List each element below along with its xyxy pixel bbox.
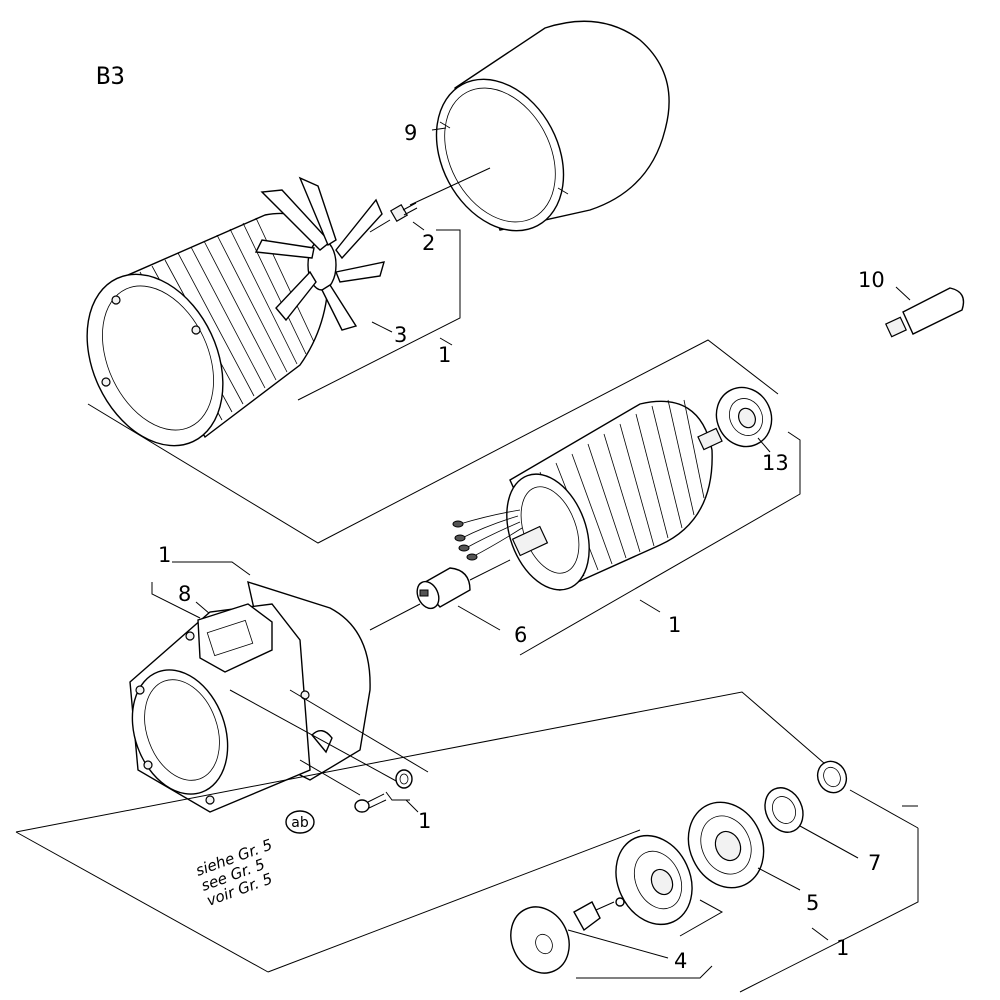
- leader-9-axis: [409, 167, 491, 206]
- reference-note: siehe Gr. 5 see Gr. 5 voir Gr. 5: [193, 835, 275, 909]
- bracket-1-bearing: [267, 828, 919, 993]
- leader-4: [567, 929, 669, 959]
- leader-1-screws: [405, 799, 419, 813]
- bracket-1-rotor: [519, 431, 801, 656]
- callout-1-screws: 1: [418, 809, 431, 833]
- guide-housing-rotor: [87, 339, 779, 544]
- reference-badge-text: ab: [291, 815, 309, 831]
- flange-housing-part: [129, 580, 371, 813]
- guide-flange-screw-b: [299, 759, 361, 796]
- leader-2: [412, 221, 425, 231]
- guide-6-rotor: [469, 559, 511, 581]
- guide-seal-ring: [849, 789, 919, 829]
- sleeve-part: [395, 769, 413, 789]
- leader-10: [895, 286, 911, 301]
- bracket-1-motor: [297, 229, 461, 401]
- callout-13: 13: [762, 451, 789, 475]
- callout-4: 4: [674, 949, 687, 973]
- cover-cylinder-part: [435, 20, 670, 232]
- callout-1-bearing: 1: [836, 936, 849, 960]
- diagram-title: B3: [96, 62, 125, 90]
- disc-washer-part: [510, 906, 570, 974]
- leader-3: [371, 321, 393, 333]
- rotor-assembly-part: [452, 399, 723, 591]
- reference-badge: ab: [285, 810, 315, 834]
- small-screw-part: [354, 793, 387, 813]
- callout-8: 8: [178, 582, 191, 606]
- callout-3: 3: [394, 323, 407, 347]
- leader-9: [431, 127, 447, 131]
- guide-flange-sleeve: [289, 689, 429, 773]
- callout-1-flange: 1: [158, 543, 171, 567]
- ball-bearing-5-part: [687, 801, 765, 889]
- motor-housing-part: [86, 176, 385, 447]
- callout-2: 2: [422, 231, 435, 255]
- leader-5: [757, 867, 801, 891]
- bracket-4-top: [679, 899, 724, 937]
- callout-7: 7: [868, 851, 881, 875]
- ball-bearing-13-part: [715, 386, 773, 448]
- leader-2-axis: [369, 219, 391, 233]
- bracket-1-flange-left: [151, 582, 201, 619]
- guide-bearing-bottom: [15, 831, 269, 973]
- guide-flange-screw: [229, 689, 399, 783]
- callout-10: 10: [858, 268, 885, 292]
- shaft-seal-part: [764, 787, 804, 833]
- bracket-4: [576, 965, 713, 979]
- callout-1-motor: 1: [438, 343, 451, 367]
- leader-7: [799, 825, 859, 859]
- bracket-1-flange-top: [172, 561, 251, 576]
- brush-holder-part: [416, 567, 471, 610]
- callout-5: 5: [806, 891, 819, 915]
- leader-1-rotor: [639, 599, 661, 613]
- guide-flange-bearing: [15, 691, 833, 833]
- leader-6: [457, 605, 501, 631]
- callout-6: 6: [514, 623, 527, 647]
- grease-tube-part: [884, 287, 965, 338]
- leader-1-motor: [439, 337, 453, 346]
- small-bolt-part: [573, 897, 625, 932]
- leader-1-bearing: [811, 927, 829, 941]
- leader-13: [757, 437, 771, 453]
- bearing-cup-part: [615, 834, 693, 926]
- seal-ring-part: [816, 760, 848, 794]
- leader-8: [195, 601, 211, 615]
- guide-6-axis: [369, 603, 421, 631]
- screw-part: [389, 202, 418, 223]
- bracket-1-screws: [385, 791, 410, 801]
- callout-9: 9: [404, 121, 417, 145]
- callout-1-rotor: 1: [668, 613, 681, 637]
